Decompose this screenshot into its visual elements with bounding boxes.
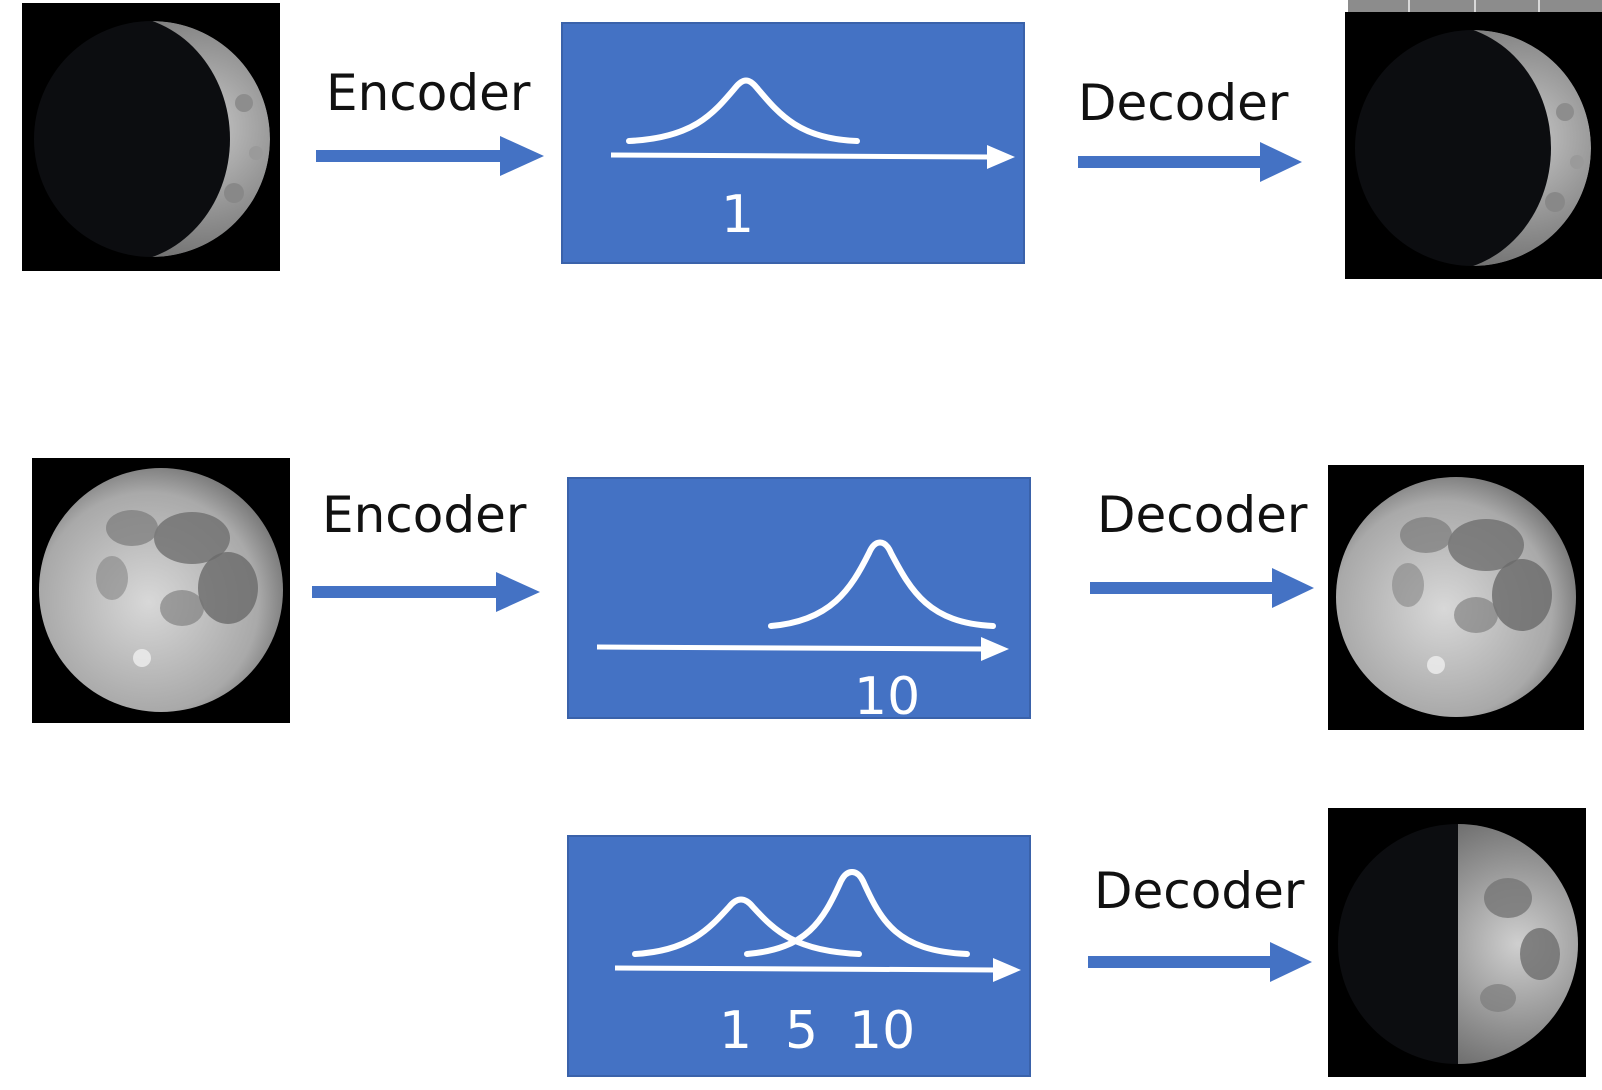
axis-arrowhead-icon (987, 145, 1015, 169)
latent-axis-row3 (614, 869, 1021, 982)
gaussian-curve-icon (626, 77, 860, 144)
encoder-label-row2: Encoder (322, 486, 527, 544)
right-arrow-icon (1088, 942, 1312, 982)
input-moon-row2 (32, 458, 290, 723)
tick-label: 10 (854, 667, 921, 727)
latent-box-row1: 1 (561, 22, 1025, 264)
right-arrow-icon (312, 572, 540, 612)
full-moon-icon (39, 468, 283, 712)
tick-label: 5 (785, 1001, 819, 1061)
right-arrow-icon (316, 136, 544, 176)
tick-label: 1 (721, 185, 755, 245)
encoder-label-row1: Encoder (326, 64, 531, 122)
waxing-crescent-moon-icon (34, 21, 270, 257)
output-moon-row2 (1328, 465, 1584, 730)
decoder-label-row1: Decoder (1078, 74, 1289, 132)
first-quarter-moon-icon (1338, 824, 1578, 1064)
latent-box-row3: 1 5 10 (567, 835, 1031, 1077)
decoder-label-row2: Decoder (1097, 486, 1308, 544)
input-moon-row1 (22, 3, 280, 271)
decoder-label-row3: Decoder (1094, 862, 1305, 920)
right-arrow-icon (1090, 568, 1314, 608)
output-moon-row1 (1345, 12, 1602, 279)
gaussian-curve-icon (768, 539, 996, 629)
full-moon-icon (1336, 477, 1576, 717)
window-controls-strip (1348, 0, 1602, 12)
tick-label: 1 (719, 1001, 753, 1061)
waxing-crescent-moon-icon (1355, 30, 1591, 266)
gaussian-curve-icon (744, 869, 970, 957)
latent-axis-row2 (596, 539, 1009, 661)
output-moon-row3 (1328, 808, 1586, 1077)
axis-arrowhead-icon (981, 637, 1009, 661)
axis-arrowhead-icon (993, 958, 1021, 982)
latent-box-row2: 10 (567, 477, 1031, 723)
latent-axis-row1 (610, 77, 1015, 169)
right-arrow-icon (1078, 142, 1302, 182)
tick-label: 10 (849, 1001, 916, 1061)
